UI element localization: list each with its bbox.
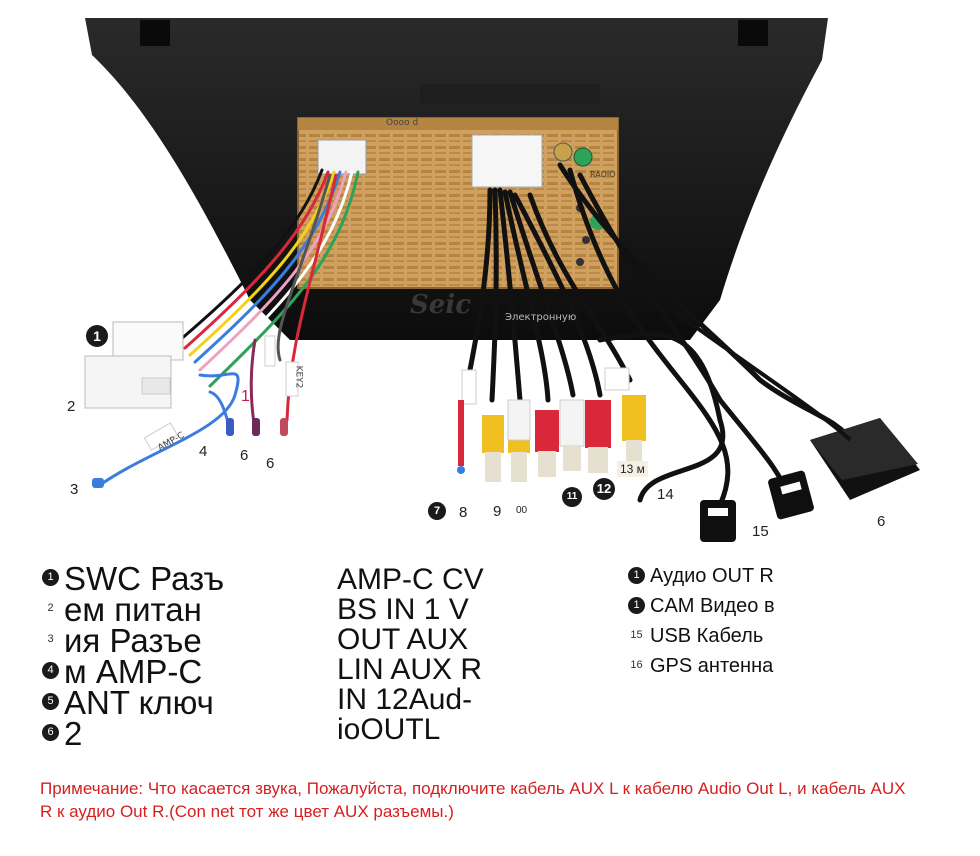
callout-3: 3 bbox=[70, 481, 79, 498]
legend-number: 6 bbox=[42, 724, 59, 741]
legend-number: 5 bbox=[42, 693, 59, 710]
top-clip-right bbox=[738, 20, 768, 46]
unit-label: Oooo d bbox=[386, 118, 419, 128]
legend-text: CAM Видео в bbox=[650, 595, 775, 617]
rca-plugs bbox=[457, 367, 646, 482]
callout-15: 15 bbox=[752, 523, 769, 540]
chassis-top-strip bbox=[298, 118, 618, 130]
rca-red-1 bbox=[535, 410, 559, 452]
rca-yellow-1 bbox=[482, 415, 504, 453]
legend-number: 3 bbox=[42, 631, 59, 648]
legend-item: 2 ем питан bbox=[42, 591, 252, 628]
swc-plug bbox=[143, 422, 179, 451]
wire-tag-key bbox=[285, 361, 299, 397]
legend-text: Аудио OUT R bbox=[650, 565, 774, 587]
wiring-diagram: Seic Электронную Oooo d RADIO AMP-C KEY2… bbox=[67, 18, 920, 542]
legend-item: ioOUTL bbox=[337, 713, 441, 746]
rca-white-2 bbox=[559, 399, 585, 447]
watermark-logo: Seic bbox=[410, 290, 472, 320]
legend-item: OUT AUX bbox=[337, 623, 469, 656]
installation-note: Примечание: Что касается звука, Пожалуйс… bbox=[40, 779, 906, 821]
radio-unit-illustration bbox=[84, 18, 920, 542]
wire-tag-key-label: KEY2 bbox=[293, 365, 304, 389]
legend-number: 4 bbox=[42, 662, 59, 679]
legend-item: IN 12Aud- bbox=[337, 683, 473, 716]
callout-11: 11 bbox=[562, 487, 582, 507]
callout-14: 14 bbox=[657, 486, 674, 503]
callout-10: 00 bbox=[516, 505, 528, 516]
legend-column-1: 1 SWC Разъ 2 ем питан 3 ия Разъе 4 м AMP… bbox=[42, 563, 252, 749]
radio-port-label: RADIO bbox=[590, 170, 616, 179]
legend-text: м AMP-C bbox=[64, 653, 203, 690]
legend-item: AMP-C CV bbox=[337, 565, 484, 596]
legend-number: 16 bbox=[628, 657, 645, 674]
gps-antenna bbox=[669, 307, 920, 500]
legend-column-3: 1 Аудио OUT R 1 CAM Видео в 15 USB Кабел… bbox=[628, 561, 798, 683]
callout-4: 4 bbox=[199, 443, 208, 460]
radio-socket bbox=[573, 147, 593, 167]
legend-number: 2 bbox=[42, 600, 59, 617]
legend-item: BS IN 1 V bbox=[337, 593, 469, 626]
usb-cables bbox=[700, 470, 814, 542]
legend-item: 15 USB Кабель bbox=[628, 621, 798, 651]
swc-connector bbox=[112, 321, 184, 361]
callout-6b: 6 bbox=[266, 455, 275, 472]
callout-9: 9 bbox=[493, 503, 502, 520]
legend-text: 2 bbox=[64, 715, 83, 749]
legend-text: ем питан bbox=[64, 591, 202, 628]
rca-yellow-cam bbox=[622, 395, 646, 441]
legend-item: 4 м AMP-C bbox=[42, 653, 252, 690]
callout-6a: 6 bbox=[240, 447, 249, 464]
rca-socket bbox=[471, 134, 543, 188]
legend-number: 1 bbox=[42, 569, 59, 586]
callout-7: 7 bbox=[428, 502, 446, 520]
watermark-subtext: Электронную bbox=[505, 312, 577, 323]
callout-1: 1 bbox=[86, 325, 108, 347]
legend-text: USB Кабель bbox=[650, 625, 764, 647]
usb-connector-2 bbox=[768, 470, 814, 520]
callout-12: 12 bbox=[593, 478, 615, 500]
legend-item: 5 ANT ключ bbox=[42, 684, 252, 721]
legend-item: LIN AUX R bbox=[337, 653, 483, 686]
rca-white-1 bbox=[507, 399, 531, 441]
legend-number: 1 bbox=[628, 597, 645, 614]
wire-tag-amp bbox=[264, 335, 276, 367]
usb-connector-1 bbox=[700, 500, 736, 542]
power-socket bbox=[317, 139, 367, 175]
legend-number: 1 bbox=[628, 567, 645, 584]
callout-16: 6 bbox=[877, 513, 886, 530]
legend-text: SWC Разъ bbox=[64, 563, 225, 597]
legend-item: 6 2 bbox=[42, 715, 252, 749]
top-clip-left bbox=[140, 20, 170, 46]
legend-text: GPS антенна bbox=[650, 655, 774, 677]
callout-2: 2 bbox=[67, 398, 76, 415]
callout-13: 13 м bbox=[617, 461, 648, 477]
legend-column-2: AMP-C CV BS IN 1 V OUT AUX LIN AUX R IN … bbox=[337, 565, 493, 747]
callout-8: 8 bbox=[459, 504, 468, 521]
rca-red-2 bbox=[585, 400, 611, 448]
antenna-socket bbox=[553, 142, 573, 162]
legend-item: 3 ия Разъе bbox=[42, 622, 252, 659]
legend-text: ANT ключ bbox=[64, 684, 214, 721]
legend-item: 1 CAM Видео в bbox=[628, 591, 798, 621]
legend-number: 15 bbox=[628, 627, 645, 644]
legend-item: 1 SWC Разъ bbox=[42, 563, 252, 597]
legend-text: ия Разъе bbox=[64, 622, 202, 659]
bezel-slot bbox=[420, 84, 600, 104]
legend-item: 16 GPS антенна bbox=[628, 651, 798, 681]
legend-item: 1 Аудио OUT R bbox=[628, 561, 798, 591]
callout-5: 1 bbox=[241, 388, 250, 405]
